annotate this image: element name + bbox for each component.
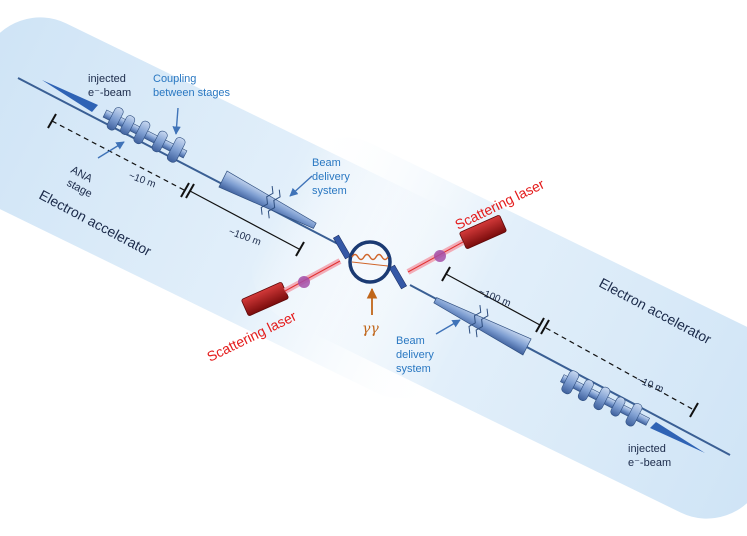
bds-left-label-line3: system: [312, 185, 347, 197]
dimension-10m-right: [545, 327, 695, 411]
injected-label-right-line1: injected: [628, 443, 666, 455]
dimension-100m-left: [189, 190, 300, 250]
beamline-left: [17, 77, 339, 245]
gamma-beam-wave: [351, 253, 389, 261]
laser-focus-right: [434, 250, 446, 262]
coupling-label-line2: between stages: [153, 87, 231, 99]
dimension-100m-right: [445, 273, 541, 326]
bds-right-label-line3: system: [396, 363, 431, 375]
electron-accelerator-band-right: [251, 137, 747, 519]
injected-beam-arrow-right: [650, 422, 705, 453]
bds-left-label-line1: Beam: [312, 157, 341, 169]
bds-left-label-line2: delivery: [312, 171, 350, 183]
ana-stage-components-right: [560, 370, 650, 427]
scattering-laser-right: [459, 215, 507, 249]
beam-delivery-system-right: [433, 297, 532, 356]
conversion-mirror-left: [332, 234, 352, 260]
injected-beam-arrow-left: [42, 80, 98, 112]
coupling-label-line1: Coupling: [153, 73, 196, 85]
bds-right-label-line2: delivery: [396, 349, 434, 361]
interaction-point-ring: [348, 240, 392, 284]
ana-stage-components-left: [102, 107, 188, 163]
gamma-gamma-label: γγ: [362, 321, 379, 337]
beam-delivery-system-left: [218, 170, 317, 229]
injected-label-left-line2: e⁻-beam: [88, 87, 131, 99]
ana-stage-pointer-arrow: [97, 141, 125, 159]
laser-focus-left: [298, 276, 310, 288]
coupling-pointer-arrow: [172, 107, 181, 135]
dimension-10m-left: [51, 120, 185, 191]
injected-label-left-line1: injected: [88, 73, 126, 85]
bds-left-pointer-arrow: [289, 175, 313, 197]
bds-right-pointer-arrow: [435, 319, 461, 335]
injected-label-right-line2: e⁻-beam: [628, 457, 671, 469]
conversion-mirror-right: [388, 264, 408, 290]
bds-right-label-line1: Beam: [396, 335, 425, 347]
